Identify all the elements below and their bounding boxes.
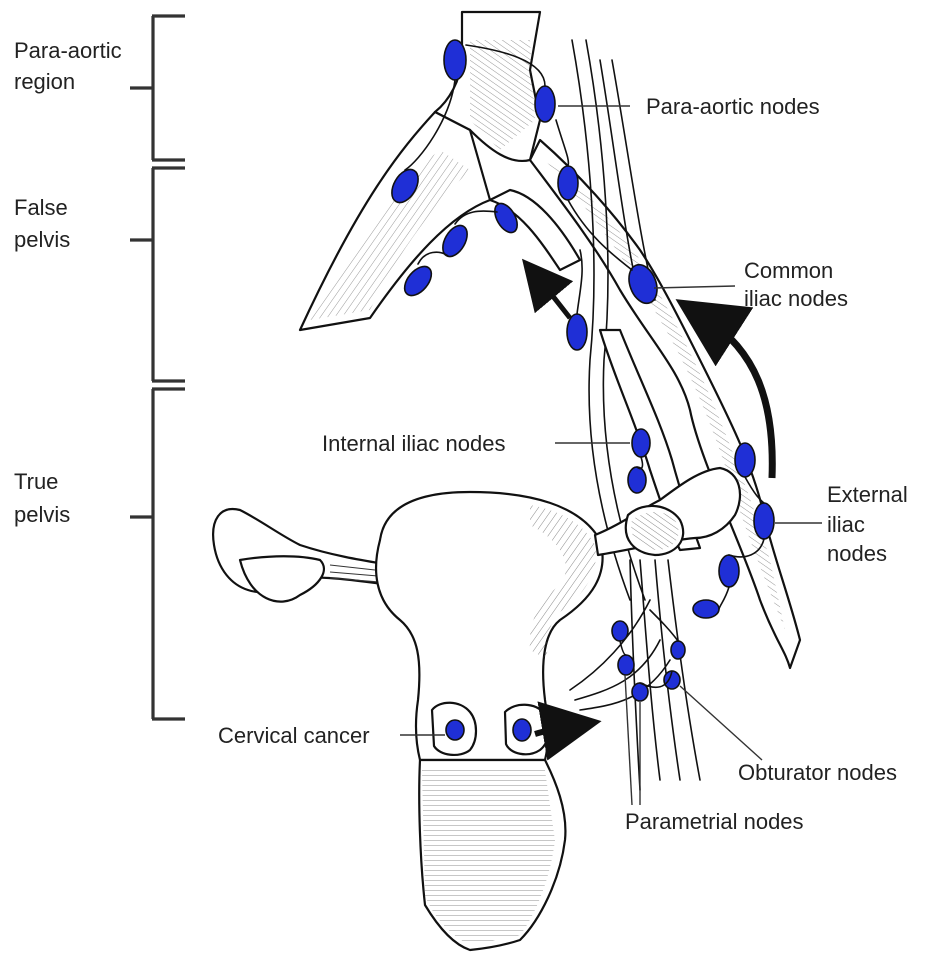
bracket-true-pelvis: [130, 389, 185, 719]
arrow-up-left: [538, 278, 570, 318]
lymph-node: [693, 600, 719, 618]
lymph-node: [444, 40, 466, 80]
leader-parametrial-2: [625, 675, 632, 805]
leader-obturator: [680, 686, 762, 760]
lymph-node: [535, 86, 555, 122]
label-para-aortic-nodes: Para-aortic nodes: [646, 94, 820, 119]
tumor-lesion: [446, 720, 464, 740]
left-ovary: [240, 556, 324, 601]
label-cervical-cancer: Cervical cancer: [218, 723, 370, 748]
uterus: [213, 468, 740, 950]
bracket-false-pelvis: [130, 168, 185, 381]
label-para-aortic-region: Para-aortic region: [14, 38, 128, 94]
lymph-node: [618, 655, 634, 675]
lymph-node: [632, 429, 650, 457]
region-labels: Para-aortic region False pelvis True pel…: [14, 38, 128, 527]
lymph-node: [671, 641, 685, 659]
lymph-node: [558, 166, 578, 200]
tumor-lesion: [513, 719, 531, 741]
label-internal-iliac-nodes: Internal iliac nodes: [322, 431, 505, 456]
lymph-node: [567, 314, 587, 350]
leader-common-iliac: [654, 286, 735, 288]
label-false-pelvis: False pelvis: [14, 195, 74, 252]
lymph-node: [754, 503, 774, 539]
label-common-iliac-nodes: Common iliac nodes: [744, 258, 848, 311]
lymph-node: [735, 443, 755, 477]
region-brackets: [130, 16, 185, 719]
label-obturator-nodes: Obturator nodes: [738, 760, 897, 785]
lymph-node: [719, 555, 739, 587]
lymph-node: [628, 467, 646, 493]
lymph-node: [612, 621, 628, 641]
bracket-para-aortic: [130, 16, 185, 160]
label-parametrial-nodes: Parametrial nodes: [625, 809, 804, 834]
label-external-iliac-nodes: External iliac nodes: [827, 482, 914, 566]
label-true-pelvis: True pelvis: [14, 469, 70, 527]
